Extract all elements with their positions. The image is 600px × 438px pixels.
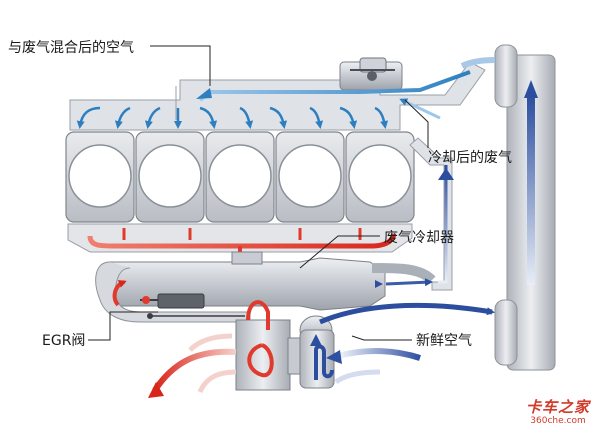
leader-egr-valve [88, 311, 158, 341]
label-mixed-air: 与废气混合后的空气 [8, 40, 134, 56]
throttle-mixer [339, 57, 403, 91]
exhaust-manifold [67, 223, 413, 265]
intercooler-flow-arrow [524, 80, 538, 98]
intake-manifold [69, 61, 486, 131]
watermark-url: 360che.com [530, 416, 586, 426]
fresh-air-flow [337, 348, 421, 361]
intercooler [494, 44, 556, 371]
turbocharger [235, 300, 335, 391]
leader-fresh-air [351, 335, 412, 341]
cylinder-block [65, 131, 415, 223]
label-cooled-exhaust: 冷却后的废气 [428, 150, 512, 166]
leader-lines [88, 45, 429, 341]
leader-mixed-air [150, 45, 211, 86]
cooled-exhaust-pipe [409, 137, 454, 291]
mixed-air-arrow-head [196, 88, 212, 99]
label-exhaust-cooler: 废气冷却器 [384, 230, 454, 246]
exhaust-out-arrow [148, 382, 164, 398]
cylinder-4 [275, 131, 345, 223]
egr-valve [95, 261, 251, 323]
watermark-name: 卡车之家 [525, 398, 590, 416]
cylinder-5 [345, 131, 415, 223]
label-egr-valve: EGR阀 [42, 333, 86, 349]
cylinder-2 [135, 131, 205, 223]
exhaust-out-flow [152, 348, 237, 392]
leader-cooled-exhaust [404, 99, 429, 148]
cylinder-1 [65, 131, 135, 223]
intake-distribution-arrows [76, 106, 389, 129]
leader-exhaust-cooler [299, 235, 380, 269]
label-fresh-air: 新鲜空气 [416, 333, 472, 349]
cylinder-3 [205, 131, 275, 223]
intercooler-flow [527, 95, 535, 285]
compressed-air-flow [319, 302, 495, 325]
watermark: 卡车之家 360che.com [526, 400, 590, 428]
fresh-air-arrow [326, 350, 342, 364]
